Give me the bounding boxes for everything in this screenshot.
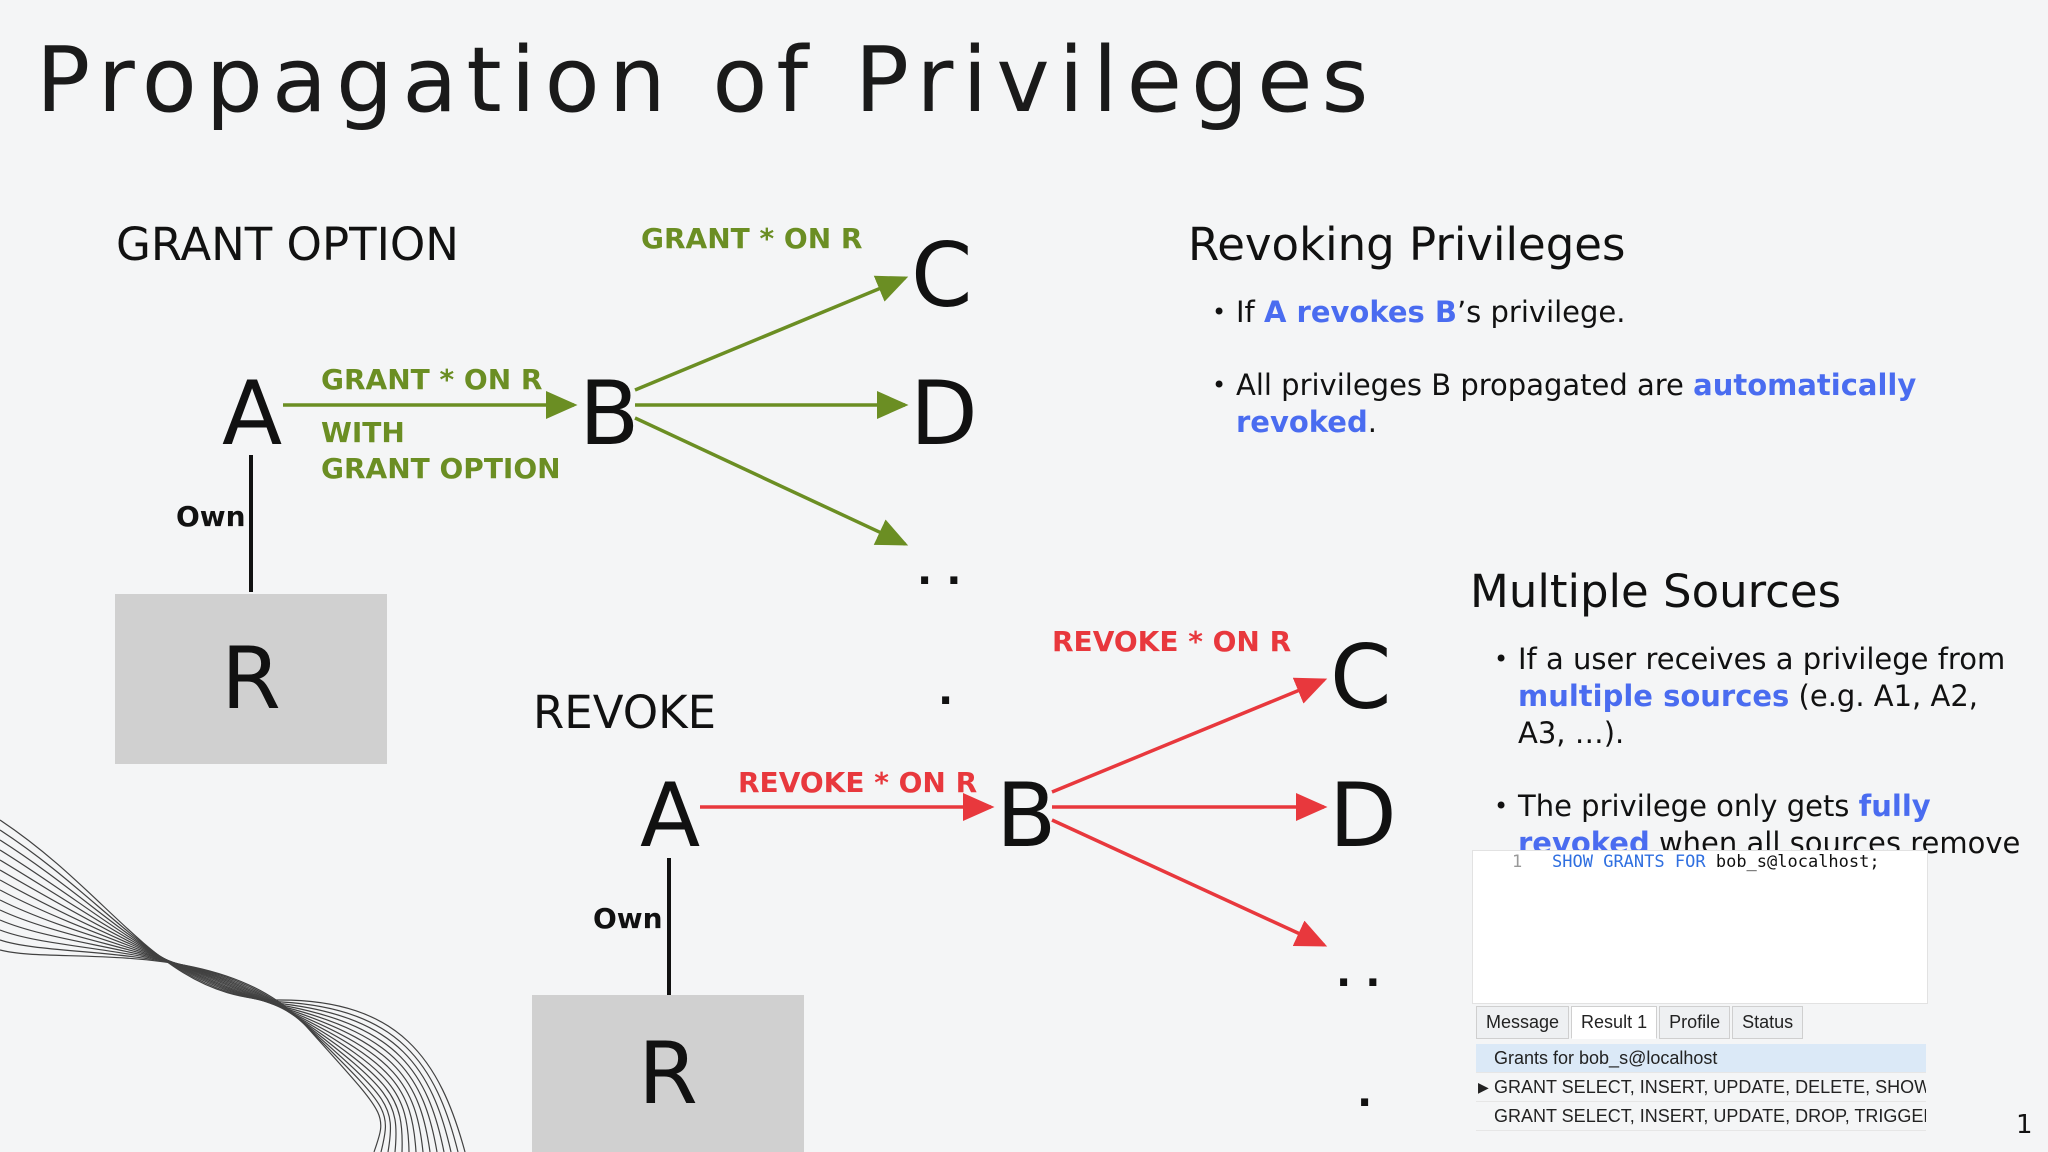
revoking-privileges-heading: Revoking Privileges: [1188, 218, 1626, 271]
revoke-arrow-b-c: [1051, 677, 1328, 794]
highlight: automatically revoked: [1236, 368, 1917, 439]
tab-message[interactable]: Message: [1476, 1006, 1570, 1039]
grant-own-label: Own: [176, 500, 246, 533]
grant-node-r: R: [221, 629, 281, 729]
grant-ellipsis-2: .: [938, 668, 968, 714]
grant-ellipsis-1: ..: [917, 548, 976, 594]
grant-edge-ab-label-line3: GRANT OPTION: [321, 452, 561, 485]
grid-column-header[interactable]: Grants for bob_s@localhost: [1476, 1044, 1926, 1073]
highlight: A revokes B: [1263, 295, 1457, 329]
table-row[interactable]: ▶ GRANT SELECT, INSERT, UPDATE, DELETE, …: [1476, 1073, 1926, 1102]
sql-target: bob_s@localhost;: [1715, 852, 1880, 872]
grant-edge-ab-label-line1: GRANT * ON R: [321, 363, 543, 396]
revoking-bullet-1: If A revokes B’s privilege.: [1212, 294, 1932, 331]
revoke-node-b: B: [996, 764, 1057, 867]
multiple-sources-bullets: If a user receives a privilege from mult…: [1494, 641, 2034, 899]
revoke-node-r: R: [638, 1023, 698, 1124]
text: ’s privilege.: [1456, 295, 1626, 329]
revoke-node-d: D: [1329, 764, 1397, 867]
sql-keyword: FOR: [1674, 852, 1706, 872]
revoke-ellipsis-1: ..: [1336, 950, 1395, 996]
grant-resource-box: R: [115, 594, 387, 764]
table-cell: GRANT SELECT, INSERT, UPDATE, DROP, TRIG…: [1494, 1106, 1926, 1126]
slide-title: Propagation of Privileges: [36, 28, 1378, 133]
current-row-icon: ▶: [1478, 1079, 1489, 1095]
revoke-node-c: C: [1330, 626, 1392, 729]
text: The privilege only gets: [1518, 789, 1859, 823]
sql-line-number: 1: [1512, 852, 1523, 872]
revoke-node-a: A: [640, 764, 701, 867]
tab-status[interactable]: Status: [1732, 1006, 1804, 1039]
tab-result-1[interactable]: Result 1: [1571, 1006, 1658, 1039]
text: (e.g. A1, A2, A3, …).: [1518, 679, 1978, 750]
result-grid: Grants for bob_s@localhost ▶ GRANT SELEC…: [1476, 1044, 1926, 1131]
grant-arrow-b-more: [634, 416, 909, 546]
text: All privileges B propagated are: [1236, 368, 1694, 402]
grant-node-a: A: [222, 362, 283, 465]
grant-edge-ab-label-line2: WITH: [321, 416, 405, 449]
tab-profile[interactable]: Profile: [1659, 1006, 1731, 1039]
text: If: [1236, 295, 1264, 329]
highlight: multiple sources: [1518, 679, 1790, 713]
grant-edge-bc-label: GRANT * ON R: [641, 222, 863, 255]
table-cell: GRANT SELECT, INSERT, UPDATE, DELETE, SH…: [1494, 1077, 1926, 1097]
revoke-edge-ab-label: REVOKE * ON R: [738, 766, 978, 799]
grant-node-d: D: [910, 362, 978, 465]
grant-node-c: C: [911, 224, 973, 327]
revoking-bullet-2: All privileges B propagated are automati…: [1212, 367, 1932, 441]
revoke-arrow-b-more: [1051, 818, 1328, 947]
grant-arrow-b-c: [634, 275, 909, 392]
revoke-own-label: Own: [593, 902, 663, 935]
revoke-resource-box: R: [532, 995, 804, 1152]
sql-editor-panel[interactable]: [1472, 850, 1928, 1004]
page-number: 1: [2016, 1110, 2033, 1140]
revoke-heading: REVOKE: [533, 686, 717, 739]
result-tabs: Message Result 1 Profile Status: [1476, 1006, 1805, 1039]
sql-keyword: GRANTS: [1603, 852, 1665, 872]
sql-query: SHOW GRANTS FOR bob_s@localhost;: [1552, 852, 1880, 872]
grant-option-heading: GRANT OPTION: [116, 218, 459, 271]
grant-node-b: B: [579, 362, 640, 465]
multiple-sources-heading: Multiple Sources: [1470, 565, 1842, 618]
revoking-bullets: If A revokes B’s privilege. All privileg…: [1212, 294, 1932, 441]
revoke-edge-bc-label: REVOKE * ON R: [1052, 625, 1292, 658]
multiple-bullet-1: If a user receives a privilege from mult…: [1494, 641, 2034, 752]
sql-keyword: SHOW: [1552, 852, 1593, 872]
revoke-ellipsis-2: .: [1357, 1070, 1387, 1116]
text: If a user receives a privilege from: [1518, 642, 2006, 676]
table-row[interactable]: GRANT SELECT, INSERT, UPDATE, DROP, TRIG…: [1476, 1102, 1926, 1131]
text: .: [1367, 405, 1377, 439]
